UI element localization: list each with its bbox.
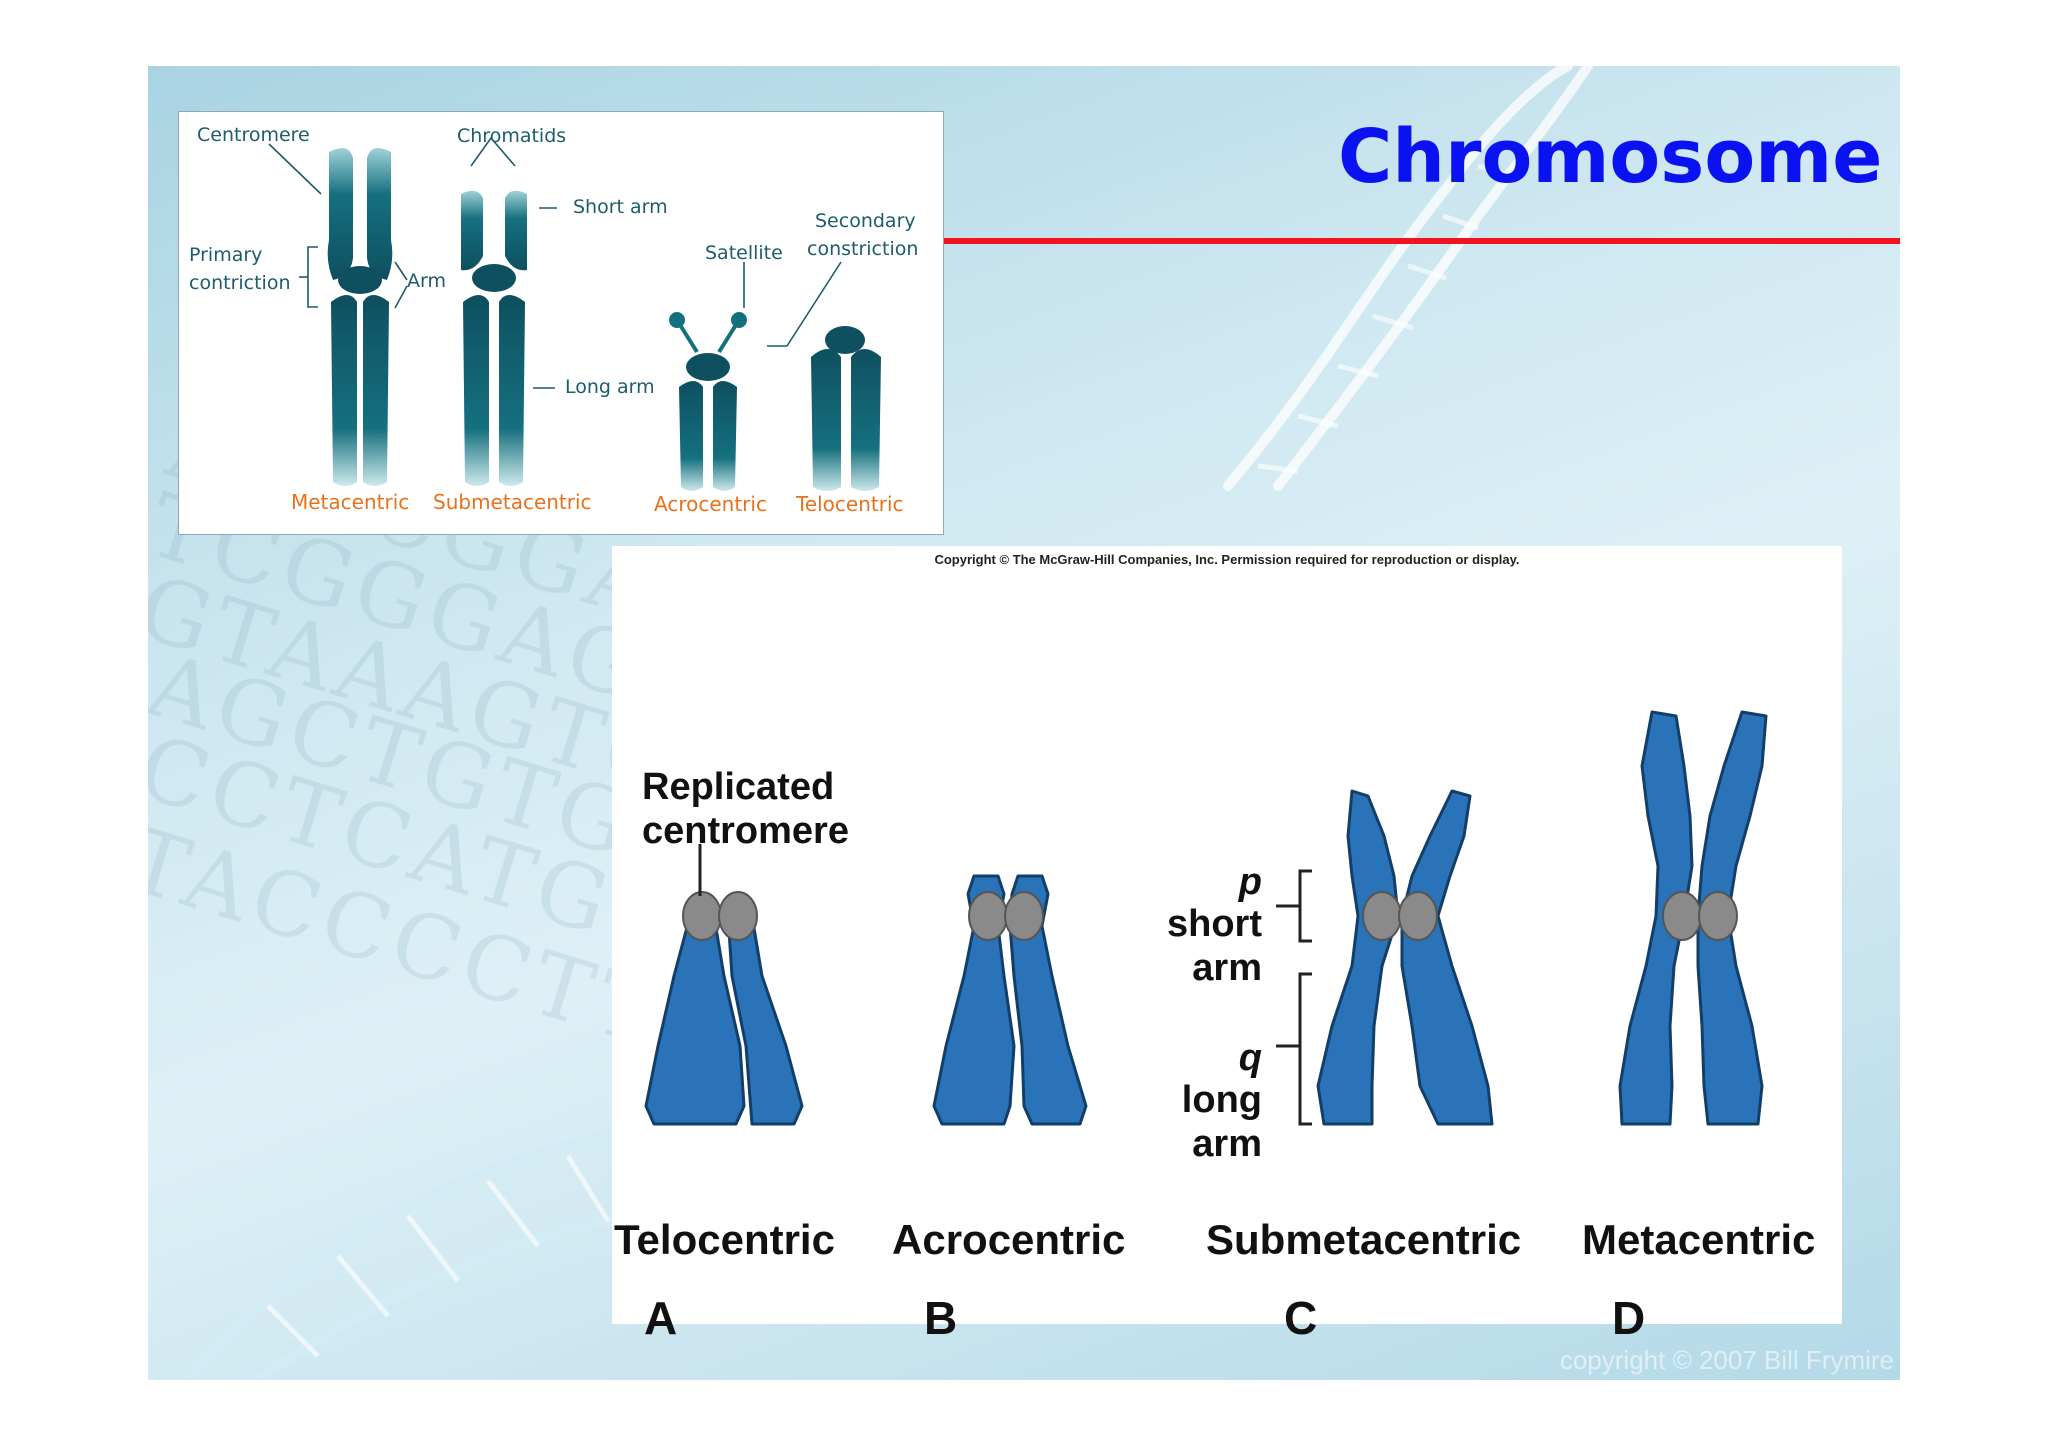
- submetacentric-illustration: [461, 190, 527, 486]
- label-primary-constriction-line2: contriction: [189, 272, 291, 294]
- label-short-arm: Short arm: [573, 196, 668, 218]
- label-short-arm-line1: short: [1167, 903, 1262, 945]
- type-name-metacentric: Metacentric: [1582, 1216, 1816, 1263]
- type-letter-a: A: [644, 1292, 678, 1344]
- copyright-footer: copyright © 2007 Bill Frymire: [1559, 1345, 1894, 1375]
- label-secondary-constriction-line2: constriction: [807, 238, 919, 260]
- label-q: q: [1238, 1037, 1262, 1079]
- chromosome-types-diagram: Copyright © The McGraw-Hill Companies, I…: [612, 546, 1842, 1344]
- label-replicated-centromere-line1: Replicated: [642, 766, 835, 808]
- type-letter-d: D: [1612, 1292, 1646, 1344]
- chromosome-structure-diagram: Centromere Chromatids Short arm Primary …: [178, 111, 944, 535]
- type-letter-b: B: [924, 1292, 958, 1344]
- label-long-arm-line2: arm: [1192, 1123, 1262, 1165]
- label-long-arm-line1: long: [1181, 1079, 1262, 1121]
- label-short-arm-line2: arm: [1192, 947, 1262, 989]
- dna-helix-decoration: [183, 66, 1593, 1380]
- label-replicated-centromere-line2: centromere: [642, 810, 849, 852]
- label-type-metacentric: Metacentric: [291, 490, 410, 514]
- label-type-acrocentric: Acrocentric: [654, 492, 767, 516]
- slide: AGTCGGATC TCGGGAGCT GTAAAGTGG AGCTGTGGC …: [148, 66, 1900, 1380]
- label-type-submetacentric: Submetacentric: [433, 490, 592, 514]
- type-name-submetacentric: Submetacentric: [1206, 1216, 1522, 1263]
- chromosome-types-illustration: [644, 710, 1768, 1126]
- acrocentric-illustration: [669, 312, 747, 491]
- label-secondary-constriction-line1: Secondary: [815, 210, 916, 232]
- type-name-acrocentric: Acrocentric: [892, 1216, 1126, 1263]
- metacentric-illustration: [327, 148, 393, 486]
- telocentric-illustration: [811, 326, 881, 491]
- type-name-telocentric: Telocentric: [614, 1216, 835, 1263]
- chromosome-structure-illustration: [268, 136, 881, 491]
- label-centromere: Centromere: [197, 124, 310, 146]
- label-chromatids: Chromatids: [457, 125, 567, 147]
- label-p: p: [1238, 861, 1262, 903]
- label-long-arm: Long arm: [565, 376, 655, 398]
- label-arm: Arm: [407, 270, 446, 292]
- label-primary-constriction-line1: Primary: [189, 244, 263, 266]
- publisher-copyright: Copyright © The McGraw-Hill Companies, I…: [934, 552, 1520, 567]
- slide-title: Chromosome: [1338, 114, 1883, 200]
- label-type-telocentric: Telocentric: [796, 492, 904, 516]
- label-satellite: Satellite: [705, 242, 783, 264]
- title-underline: [943, 238, 1900, 244]
- type-letter-c: C: [1284, 1292, 1318, 1344]
